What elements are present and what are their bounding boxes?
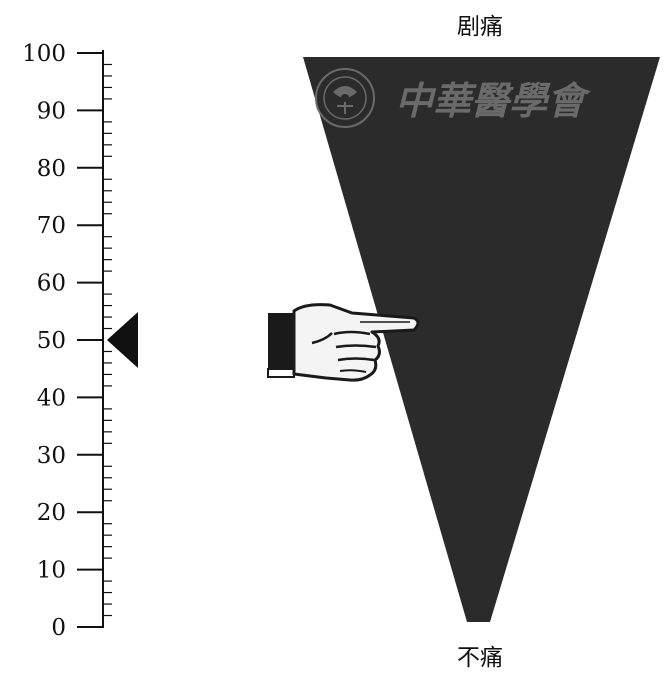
tick-label: 100	[22, 41, 66, 67]
ruler-ticks	[77, 52, 112, 628]
top-label: 剧痛	[457, 14, 503, 40]
tick-label: 30	[37, 443, 66, 469]
watermark: 中華醫學會	[315, 68, 591, 128]
tick-label: 40	[37, 385, 66, 411]
triangle-pointer-icon	[107, 312, 138, 368]
association-seal-icon	[315, 68, 375, 128]
watermark-text: 中華醫學會	[395, 78, 591, 123]
pointing-hand-icon	[267, 303, 420, 382]
pain-intensity-wedge	[303, 57, 660, 622]
tick-label: 0	[51, 615, 66, 641]
ruler-tick-labels: 0 10 20 30 40 50 60 70 80 90 100	[22, 41, 66, 641]
tick-label: 10	[37, 558, 66, 584]
tick-label: 60	[37, 271, 66, 297]
pain-ruler: 0 10 20 30 40 50 60 70 80 90 100	[22, 41, 112, 641]
tick-label: 50	[37, 328, 66, 354]
tick-label: 90	[37, 98, 66, 124]
tick-label: 80	[37, 156, 66, 182]
bottom-label: 不痛	[457, 645, 503, 671]
tick-label: 70	[37, 213, 66, 239]
tick-label: 20	[37, 500, 66, 526]
